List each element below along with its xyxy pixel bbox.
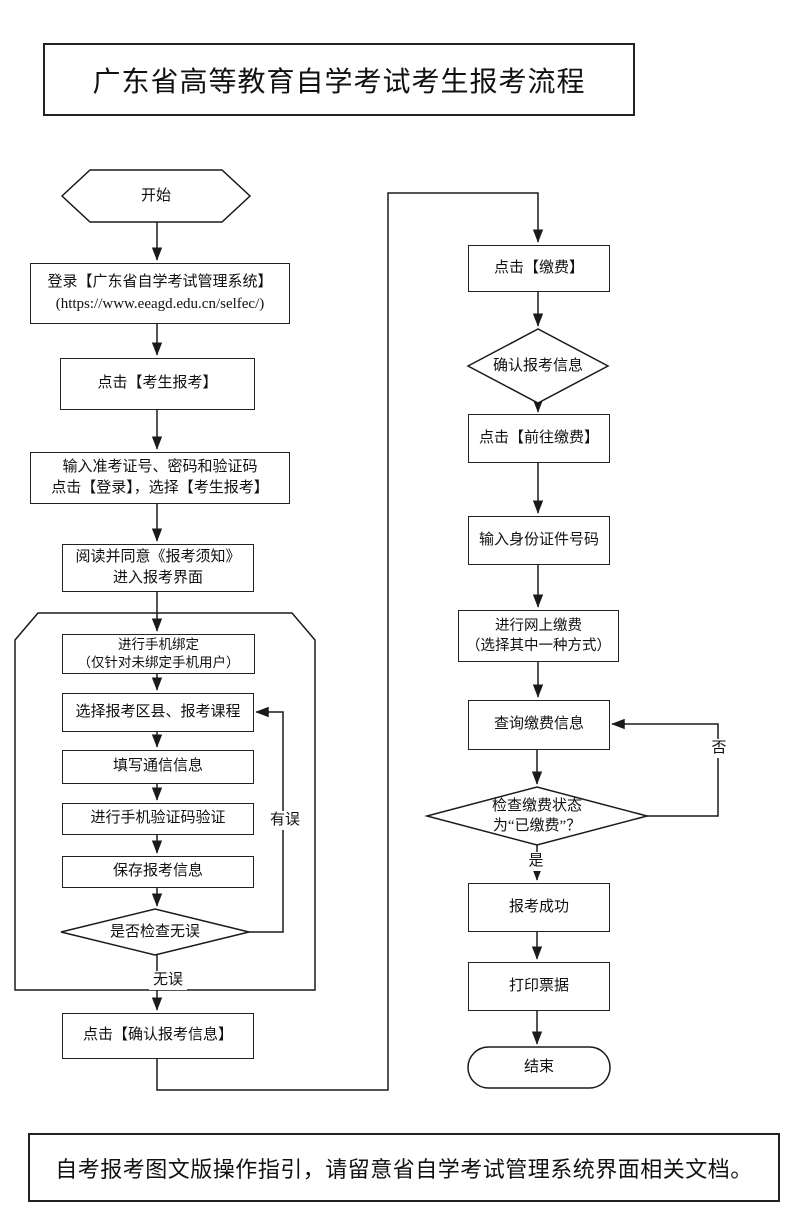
node-read-notice: 阅读并同意《报考须知》 进入报考界面 — [62, 544, 254, 592]
edge-confirm-clickpay — [156, 192, 544, 1091]
node-status-decision: 检查缴费状态 为“已缴费”？ — [491, 797, 582, 834]
title-box: 广东省高等教育自学考试考生报考流程 — [43, 43, 635, 116]
node-success: 报考成功 — [468, 883, 610, 932]
status-decision-diamond — [424, 786, 650, 846]
edge-label-wrong: 有误 — [266, 811, 304, 830]
node-verify-phone: 进行手机验证码验证 — [62, 803, 254, 835]
node-click-register: 点击【考生报考】 — [60, 358, 255, 410]
edge-label-correct: 无误 — [149, 971, 187, 990]
start-hexagon — [60, 169, 252, 223]
node-goto-pay: 点击【前往缴费】 — [468, 414, 610, 463]
node-login: 登录【广东省自学考试管理系统】 (https://www.eeagd.edu.c… — [30, 263, 290, 324]
confirm-decision-diamond — [466, 328, 610, 404]
edge-label-no: 否 — [709, 739, 729, 758]
node-select-course: 选择报考区县、报考课程 — [62, 693, 254, 732]
edge-loop-no — [611, 718, 719, 817]
end-stadium — [467, 1046, 611, 1089]
node-confirm-info: 点击【确认报考信息】 — [62, 1013, 254, 1059]
node-bind-phone: 进行手机绑定 （仅针对未绑定手机用户） — [62, 634, 255, 674]
node-query-pay: 查询缴费信息 — [468, 700, 610, 750]
edge-label-yes: 是 — [526, 852, 546, 871]
page-title: 广东省高等教育自学考试考生报考流程 — [92, 66, 586, 98]
node-print: 打印票据 — [468, 962, 610, 1011]
node-click-pay: 点击【缴费】 — [468, 245, 610, 292]
node-input-credentials: 输入准考证号、密码和验证码 点击【登录】，选择【考生报考】 — [30, 452, 290, 504]
check-decision-diamond — [60, 908, 250, 956]
node-save-info: 保存报考信息 — [62, 856, 254, 888]
footer-text: 自考报考图文版操作指引，请留意省自学考试管理系统界面相关文档。 — [55, 1156, 753, 1182]
node-input-id: 输入身份证件号码 — [468, 516, 610, 565]
node-online-pay: 进行网上缴费 （选择其中一种方式） — [458, 610, 619, 662]
subprocess-container — [14, 612, 316, 991]
node-end: 结束 — [523, 1059, 554, 1076]
node-check-decision: 是否检查无误 — [109, 923, 200, 940]
node-confirm-decision: 确认报考信息 — [492, 357, 583, 374]
node-fill-contact: 填写通信信息 — [62, 750, 254, 784]
footer-box: 自考报考图文版操作指引，请留意省自学考试管理系统界面相关文档。 — [28, 1133, 780, 1202]
node-start: 开始 — [140, 187, 171, 204]
